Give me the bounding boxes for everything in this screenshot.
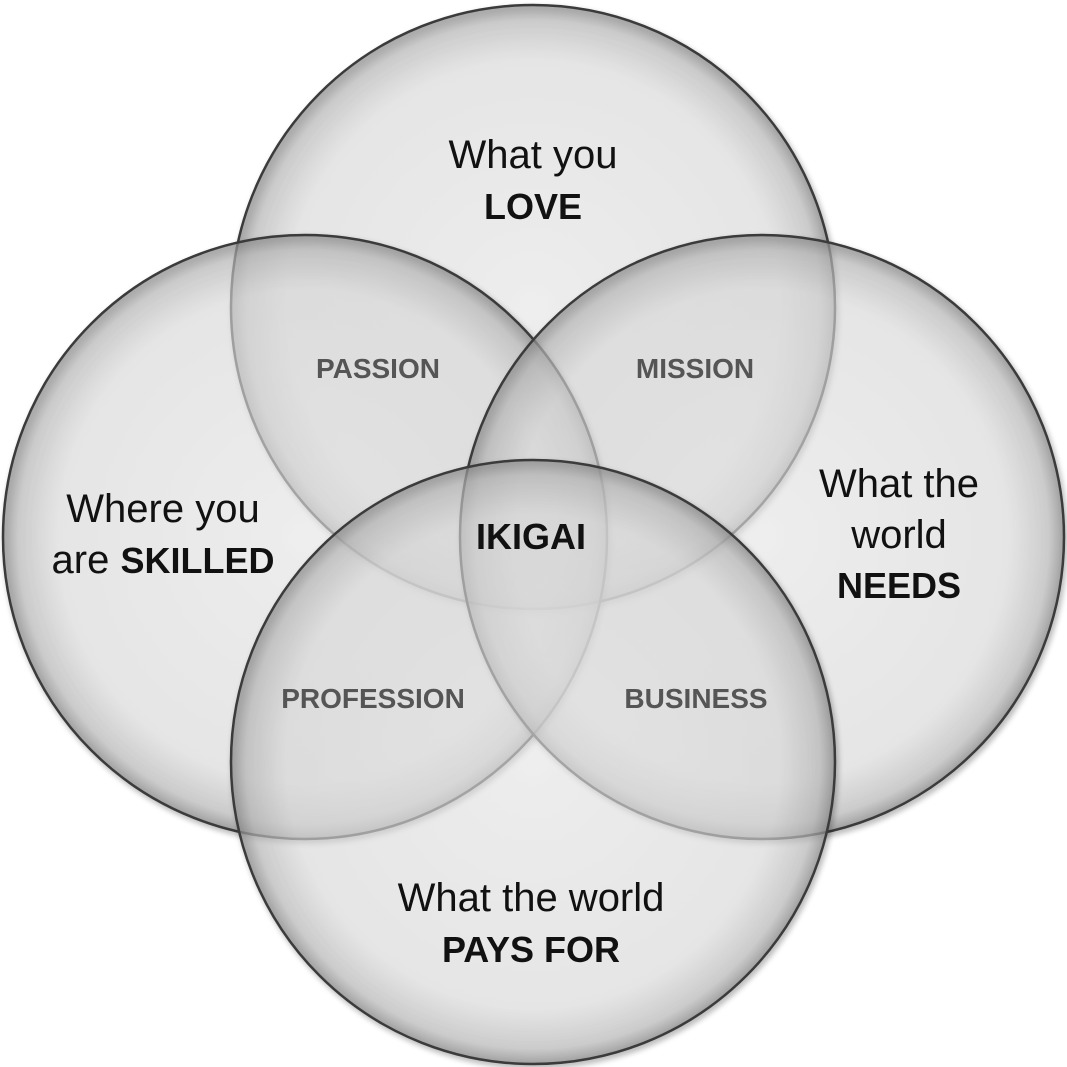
pays-label-emphasis: PAYS FOR	[442, 929, 620, 970]
pays-label-line1: What the world	[398, 876, 665, 920]
business-label: BUSINESS	[624, 683, 767, 714]
love-label-emphasis: LOVE	[484, 186, 582, 227]
circle-pays	[229, 458, 837, 1066]
skilled-label-prefix: are	[52, 538, 121, 582]
needs-label-emphasis: NEEDS	[837, 565, 961, 606]
mission-label: MISSION	[636, 353, 754, 384]
skilled-label-emphasis: SKILLED	[120, 540, 274, 581]
love-label-line1: What you	[449, 133, 618, 177]
skilled-label-line1: Where you	[66, 487, 259, 531]
skilled-label-line2: are SKILLED	[52, 538, 275, 582]
ikigai-center-label: IKIGAI	[476, 516, 586, 557]
passion-label: PASSION	[316, 353, 440, 384]
needs-label-line2: world	[850, 513, 947, 557]
needs-label-line1: What the	[819, 462, 979, 506]
profession-label: PROFESSION	[281, 683, 465, 714]
